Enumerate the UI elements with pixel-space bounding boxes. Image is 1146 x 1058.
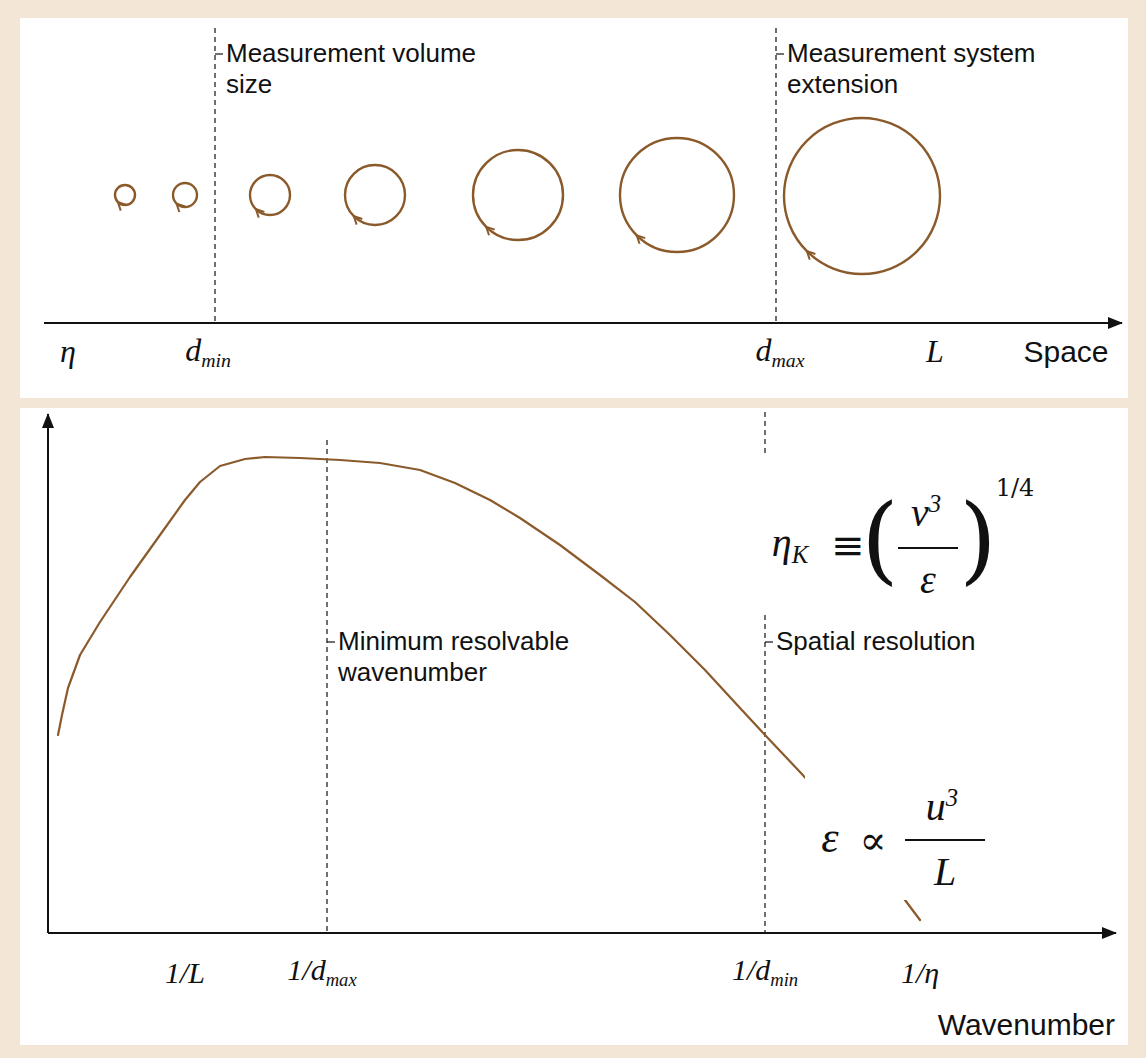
tick-label: 1/dmax — [287, 953, 356, 990]
eddy-circle — [115, 185, 135, 205]
symbol-subscript: min — [201, 349, 231, 371]
leader-tick — [215, 53, 223, 54]
eddy-circle — [620, 138, 734, 252]
energy-axis — [47, 414, 49, 933]
symbol-superscript: 3 — [929, 490, 941, 517]
annotation-label: Spatial resolution — [776, 626, 1056, 657]
formula-symbol: ε — [920, 558, 936, 602]
symbol-base: d — [185, 332, 201, 368]
eddy-arrow — [486, 227, 487, 228]
eddy-arrow — [354, 216, 355, 217]
formula-symbol: L — [934, 850, 956, 894]
symbol-base: ν — [911, 489, 929, 534]
tick-label: 1/dmin — [732, 953, 798, 990]
annotation-label: Minimum resolvable wavenumber — [338, 626, 618, 688]
eddy-group — [115, 118, 940, 274]
tick-label: 1/L — [165, 956, 205, 989]
symbol-subscript: max — [771, 349, 804, 371]
eddy-circle — [473, 150, 563, 240]
formula-paren: ) — [959, 487, 996, 593]
dashed-marker — [326, 440, 327, 933]
symbol-subscript: max — [326, 969, 357, 990]
symbol-base: 1/d — [287, 953, 325, 986]
axis-title: Wavenumber — [938, 1007, 1115, 1043]
formula-symbol: ηK — [772, 521, 808, 569]
tick-label: 1/η — [901, 956, 939, 989]
space-axis — [44, 322, 1122, 324]
symbol-base: 1/d — [732, 953, 770, 986]
dashed-marker — [764, 615, 765, 933]
formula-symbol: u3 — [926, 784, 958, 829]
fraction-bar — [905, 839, 985, 841]
leader-tick — [765, 641, 773, 642]
eddy-arrow — [118, 202, 119, 203]
leader-tick — [327, 641, 335, 642]
eddy-arrow — [637, 235, 638, 236]
formula-patch — [805, 770, 1002, 900]
symbol-superscript: 3 — [946, 784, 958, 811]
formula-exponent: 1/4 — [996, 475, 1035, 501]
dashed-marker — [775, 28, 776, 323]
symbol-base: d — [755, 332, 771, 368]
formula-operator: ∝ — [859, 818, 886, 862]
scale-symbol: L — [926, 334, 944, 369]
eddy-arrows — [118, 202, 808, 253]
formula-paren: ( — [861, 487, 898, 593]
eddy-circle — [345, 165, 405, 225]
eddy-arrow — [807, 251, 808, 252]
eddy-circle — [250, 175, 290, 215]
dashed-marker — [214, 28, 215, 323]
wavenumber-axis — [48, 932, 1116, 934]
symbol-base: η — [772, 520, 792, 565]
symbol-subscript: min — [770, 969, 798, 990]
scale-symbol: dmin — [185, 333, 231, 372]
eddy-circle — [173, 183, 197, 207]
scale-symbol: η — [60, 334, 76, 369]
top-panel — [20, 18, 1128, 398]
eddy-arrow — [177, 204, 178, 205]
symbol-base: u — [926, 783, 946, 828]
eddy-arrow — [256, 209, 257, 210]
formula-symbol: ε — [821, 814, 838, 862]
dashed-marker — [764, 412, 765, 455]
axis-title: Space — [1023, 334, 1108, 370]
formula-operator: ≡ — [831, 523, 865, 567]
formula-symbol: ν3 — [911, 490, 941, 535]
symbol-subscript: K — [792, 542, 809, 569]
fraction-bar — [898, 547, 958, 549]
scale-symbol: dmax — [755, 333, 804, 372]
spectrum-curve — [58, 457, 920, 920]
eddy-circle — [784, 118, 940, 274]
leader-tick — [776, 53, 784, 54]
bottom-panel — [20, 408, 1128, 1045]
annotation-label: Measurement volume size — [226, 38, 506, 100]
annotation-label: Measurement system extension — [787, 38, 1067, 100]
